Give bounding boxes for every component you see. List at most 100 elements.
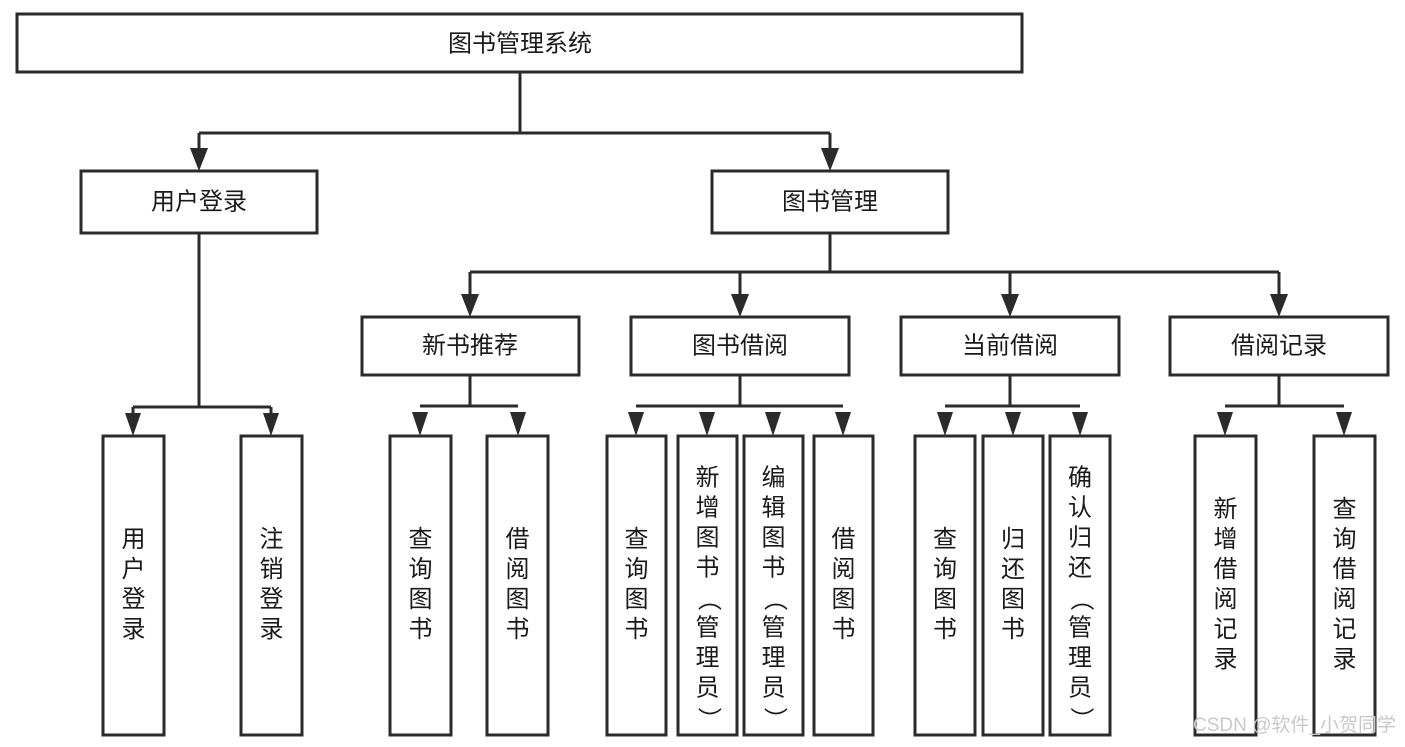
vertical-char: （: [1068, 587, 1095, 611]
leaf-confirm-return-box[interactable]: [1048, 434, 1112, 737]
node-book-borrow[interactable]: 图书借阅: [629, 315, 851, 377]
arrow-to-new-book-recommend: [461, 294, 479, 317]
vertical-char: 图: [696, 524, 720, 551]
leaf-user-logout-box[interactable]: [239, 434, 304, 737]
node-new-book-recommend[interactable]: 新书推荐: [360, 315, 581, 377]
vertical-char: 借: [832, 526, 856, 553]
node-current-borrow[interactable]: 当前借阅: [899, 315, 1121, 377]
leaf-query-book-recommend-box[interactable]: [388, 434, 453, 737]
node-user-login-box[interactable]: [79, 169, 319, 235]
arrow-to-leaf-query-book-current: [937, 412, 953, 436]
vertical-char: 查: [1333, 496, 1357, 523]
vertical-char: 书: [625, 616, 649, 643]
leaf-add-borrow-record-box[interactable]: [1193, 434, 1258, 737]
node-borrow-record-label: 借阅记录: [1231, 332, 1327, 359]
node-book-management-label: 图书管理: [782, 188, 878, 215]
vertical-char: 书: [762, 554, 786, 581]
vertical-char: 借: [1214, 556, 1238, 583]
vertical-char: 归: [1001, 526, 1025, 553]
leaf-return-book-box[interactable]: [981, 434, 1045, 737]
leaf-user-login-box[interactable]: [101, 434, 166, 737]
csdn-watermark: CSDN @软件_小贺同学: [1193, 714, 1396, 736]
vertical-char: 书: [506, 616, 530, 643]
arrow-to-current-borrow: [1001, 294, 1019, 317]
arrow-to-leaf-query-book-borrow: [628, 412, 644, 436]
vertical-char: 还: [1001, 556, 1025, 583]
vertical-char: 增: [696, 494, 720, 521]
vertical-char: 阅: [506, 556, 530, 583]
node-book-management[interactable]: 图书管理: [710, 169, 950, 235]
vertical-char: 理: [696, 644, 720, 671]
vertical-char: 员: [696, 674, 720, 701]
vertical-char: 借: [506, 526, 530, 553]
vertical-char: 管: [1068, 614, 1092, 641]
vertical-char: 书: [832, 616, 856, 643]
vertical-char: 录: [260, 616, 284, 643]
vertical-char: ）: [695, 707, 722, 731]
vertical-char: 认: [1068, 494, 1092, 521]
node-new-book-recommend-box[interactable]: [360, 315, 581, 377]
vertical-char: 图: [762, 524, 786, 551]
vertical-char: 书: [409, 616, 433, 643]
leaf-add-book-box[interactable]: [676, 434, 739, 737]
arrow-to-leaf-return-book: [1005, 412, 1021, 436]
leaf-borrow-book-recommend-box[interactable]: [485, 434, 550, 737]
vertical-char: 记: [1214, 616, 1238, 643]
vertical-char: 查: [625, 526, 649, 553]
vertical-char: 归: [1068, 524, 1092, 551]
arrow-to-borrow-record: [1270, 294, 1288, 317]
node-borrow-record[interactable]: 借阅记录: [1168, 315, 1390, 377]
arrow-to-leaf-query-book-recommend: [412, 412, 428, 436]
arrow-to-leaf-borrow-book: [835, 412, 851, 436]
vertical-char: 确: [1068, 464, 1092, 491]
node-current-borrow-box[interactable]: [899, 315, 1121, 377]
vertical-char: 编: [762, 464, 786, 491]
node-root[interactable]: 图书管理系统: [15, 12, 1024, 74]
vertical-char: 户: [122, 556, 146, 583]
node-user-login[interactable]: 用户登录: [79, 169, 319, 235]
vertical-char: 员: [1068, 674, 1092, 701]
arrow-to-leaf-add-borrow-record: [1217, 412, 1233, 436]
vertical-char: 销: [260, 556, 284, 583]
vertical-char: 增: [1214, 526, 1238, 553]
arrow-to-leaf-edit-book: [765, 412, 781, 436]
vertical-char: 管: [762, 614, 786, 641]
leaf-query-borrow-record-box[interactable]: [1312, 434, 1377, 737]
leaf-query-book-borrow-box[interactable]: [605, 434, 668, 737]
node-book-management-box[interactable]: [710, 169, 950, 235]
vertical-char: 查: [933, 526, 957, 553]
leaf-edit-book-box[interactable]: [742, 434, 805, 737]
vertical-char: 询: [409, 556, 433, 583]
node-new-book-recommend-label: 新书推荐: [422, 332, 518, 359]
leaf-borrow-book-box[interactable]: [812, 434, 875, 737]
arrow-to-leaf-borrow-book-recommend: [510, 412, 526, 436]
vertical-char: （: [761, 587, 788, 611]
node-root-label: 图书管理系统: [448, 30, 592, 57]
vertical-char: （: [695, 587, 722, 611]
vertical-char: 书: [1001, 616, 1025, 643]
node-user-login-label: 用户登录: [151, 188, 247, 215]
arrow-to-book-management: [821, 148, 839, 171]
arrow-to-leaf-user-logout: [263, 413, 279, 436]
node-root-box[interactable]: [15, 12, 1024, 74]
vertical-char: 询: [1333, 526, 1357, 553]
node-borrow-record-box[interactable]: [1168, 315, 1390, 377]
vertical-char: 新: [1214, 496, 1238, 523]
vertical-char: 新: [696, 464, 720, 491]
leaf-query-book-current-box[interactable]: [913, 434, 977, 737]
vertical-char: 阅: [1214, 586, 1238, 613]
leaf-boxes-group: [101, 434, 1377, 737]
node-book-borrow-box[interactable]: [629, 315, 851, 377]
vertical-char: 图: [409, 586, 433, 613]
vertical-char: 书: [696, 554, 720, 581]
vertical-char: 图: [506, 586, 530, 613]
